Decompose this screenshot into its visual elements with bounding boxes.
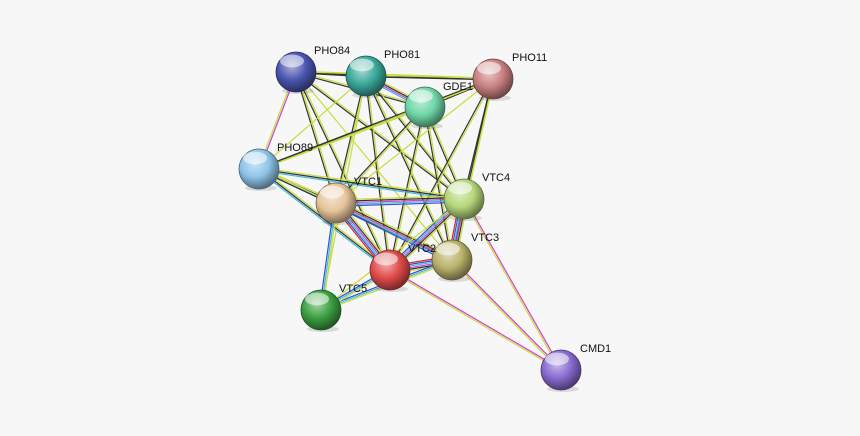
edge-line-magenta bbox=[390, 268, 562, 370]
edge-line-cyan bbox=[335, 203, 452, 262]
edge-line-cyan bbox=[336, 199, 465, 206]
edge-pho11-pho89 bbox=[258, 77, 494, 171]
node-label-vtc3: VTC3 bbox=[471, 232, 499, 244]
node-vtc5[interactable]: VTC5 bbox=[300, 283, 367, 332]
edge-vtc4-cmd1 bbox=[462, 198, 563, 371]
node-highlight bbox=[545, 352, 569, 366]
node-label-vtc2: VTC2 bbox=[408, 243, 436, 255]
edge-line-yellowgreen bbox=[389, 270, 561, 372]
edge-line-black bbox=[335, 196, 464, 203]
edge-line-magenta bbox=[452, 259, 562, 370]
edge-line-yellowgreen bbox=[366, 75, 454, 260]
edge-line-magenta bbox=[335, 198, 465, 204]
edge-line-yellowgreen bbox=[258, 75, 367, 170]
edge-pho81-pho11 bbox=[365, 74, 494, 81]
edge-line-cyan bbox=[258, 169, 464, 202]
edge-vtc2-cmd1 bbox=[389, 268, 562, 372]
edge-pho89-vtc4 bbox=[258, 166, 465, 202]
node-highlight bbox=[374, 252, 398, 266]
edge-line-cyan bbox=[257, 169, 390, 272]
edge-line-yellowgreen bbox=[296, 71, 392, 270]
edge-line-black bbox=[334, 106, 425, 203]
node-highlight bbox=[436, 242, 460, 256]
node-pho84[interactable]: PHO84 bbox=[275, 45, 350, 94]
edge-line-yellowgreen bbox=[451, 260, 561, 371]
edge-line-blue bbox=[336, 201, 465, 207]
edge-pho81-vtc4 bbox=[364, 75, 466, 200]
node-label-gde1: GDE1 bbox=[443, 81, 473, 93]
node-pho81[interactable]: PHO81 bbox=[345, 49, 420, 98]
edge-pho11-vtc3 bbox=[450, 78, 495, 261]
node-highlight bbox=[350, 58, 374, 72]
edge-line-yellowgreen bbox=[366, 75, 392, 270]
edge-line-blue bbox=[334, 205, 451, 264]
edge-line-yellowgreen bbox=[259, 166, 465, 199]
edge-line-yellowgreen bbox=[366, 75, 466, 199]
node-label-vtc5: VTC5 bbox=[339, 283, 367, 295]
edge-line-black bbox=[258, 77, 493, 169]
edge-line-black bbox=[334, 75, 366, 203]
edge-line-black bbox=[364, 76, 390, 271]
edge-line-yellowgreen bbox=[335, 195, 464, 201]
node-highlight bbox=[448, 181, 472, 195]
edge-line-yellowgreen bbox=[425, 106, 454, 260]
node-label-pho84: PHO84 bbox=[314, 45, 350, 57]
node-highlight bbox=[280, 54, 304, 68]
edge-vtc1-vtc3 bbox=[334, 199, 454, 264]
edge-pho81-vtc2 bbox=[364, 75, 392, 271]
edge-line-black bbox=[450, 78, 493, 260]
node-highlight bbox=[305, 292, 329, 306]
node-highlight bbox=[409, 89, 433, 103]
edge-line-yellowgreen bbox=[336, 107, 427, 204]
edge-line-black bbox=[364, 76, 464, 200]
node-vtc1[interactable]: VTC1 bbox=[315, 176, 382, 225]
node-highlight bbox=[243, 151, 267, 165]
edge-line-black bbox=[258, 168, 465, 200]
edge-line-yellowgreen bbox=[462, 199, 561, 371]
edge-line-black bbox=[295, 72, 464, 201]
node-label-cmd1: CMD1 bbox=[580, 343, 611, 355]
node-cmd1[interactable]: CMD1 bbox=[540, 343, 611, 392]
node-label-pho89: PHO89 bbox=[277, 142, 313, 154]
node-label-pho11: PHO11 bbox=[512, 52, 547, 64]
edge-line-magenta bbox=[464, 198, 563, 370]
node-highlight bbox=[477, 61, 501, 75]
node-label-pho81: PHO81 bbox=[384, 49, 420, 61]
edge-vtc3-cmd1 bbox=[451, 259, 562, 371]
edge-line-yellowgreen bbox=[337, 199, 454, 258]
edge-gde1-vtc1 bbox=[334, 106, 427, 204]
node-vtc4[interactable]: VTC4 bbox=[443, 172, 510, 221]
node-pho89[interactable]: PHO89 bbox=[238, 142, 313, 191]
edge-line-yellowgreen bbox=[452, 79, 495, 261]
node-vtc2[interactable]: VTC2 bbox=[369, 243, 436, 292]
node-highlight bbox=[320, 185, 344, 199]
edge-line-yellowgreen bbox=[366, 74, 494, 79]
node-label-vtc1: VTC1 bbox=[354, 176, 382, 188]
edge-pho81-pho89 bbox=[258, 75, 367, 170]
edge-line-black bbox=[365, 76, 493, 81]
edge-line-black bbox=[336, 201, 453, 260]
edge-line-yellowgreen bbox=[259, 79, 494, 171]
node-label-vtc4: VTC4 bbox=[482, 172, 510, 184]
node-vtc3[interactable]: VTC3 bbox=[431, 232, 499, 282]
edge-vtc1-vtc4 bbox=[335, 195, 465, 207]
node-pho11[interactable]: PHO11 bbox=[472, 52, 547, 101]
edge-line-black bbox=[388, 106, 425, 270]
node-gde1[interactable]: GDE1 bbox=[404, 81, 473, 129]
edge-line-magenta bbox=[335, 202, 453, 261]
